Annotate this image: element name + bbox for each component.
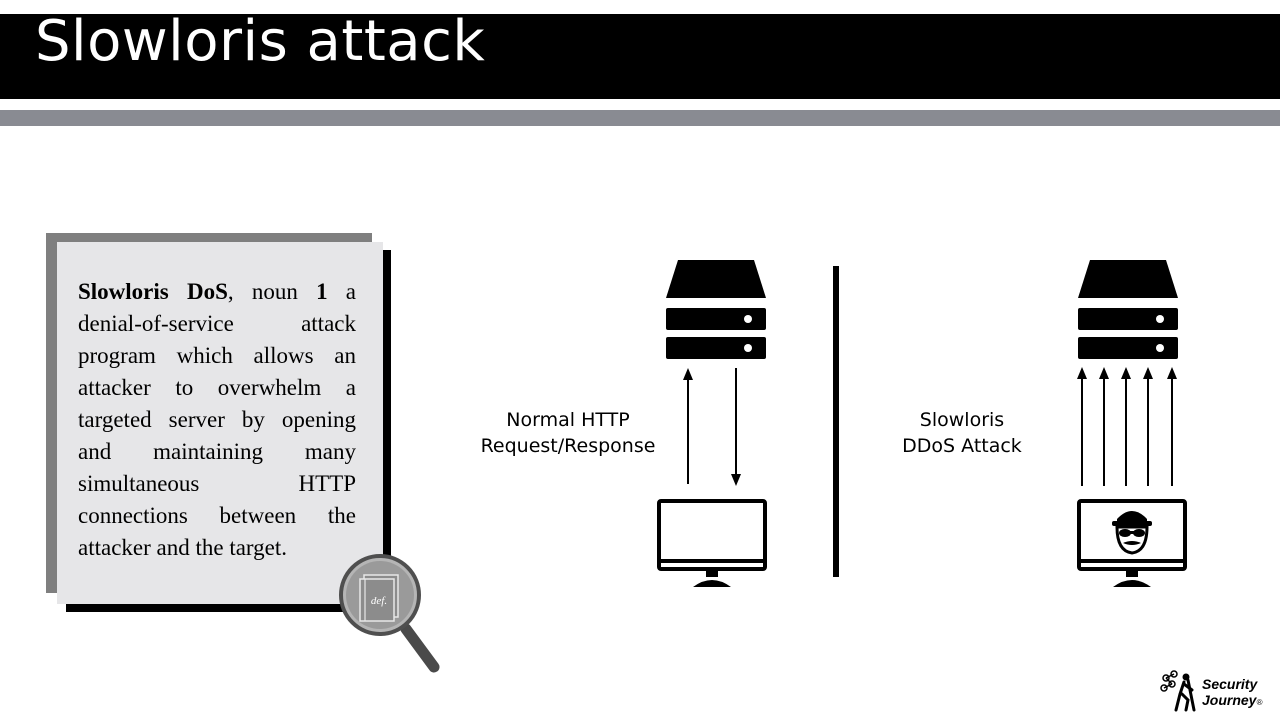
server-icon [666, 260, 766, 359]
hiker-logo-icon [1160, 670, 1196, 712]
server-icon [1078, 260, 1178, 359]
logo-line1: Security [1202, 676, 1258, 692]
hacker-icon [1112, 511, 1152, 555]
normal-http-label: Normal HTTP Request/Response [470, 407, 666, 459]
definition-term: Slowloris DoS [78, 279, 228, 304]
title-underline-rule [0, 110, 1280, 126]
monitor-icon [1077, 499, 1187, 587]
security-journey-logo: Security Journey® [1202, 676, 1262, 711]
slowloris-attack-label-line2: DDoS Attack [902, 435, 1022, 457]
slowloris-attack-label: Slowloris DDoS Attack [882, 407, 1042, 459]
definition-sense-number: 1 [316, 279, 328, 304]
book-badge-text: def. [371, 595, 387, 607]
title-bar [0, 14, 1280, 99]
attack-request-arrows [1077, 367, 1177, 486]
logo-registered-mark: ® [1256, 698, 1263, 707]
slowloris-attack-label-line1: Slowloris [919, 409, 1005, 431]
request-response-arrows [683, 368, 741, 486]
magnifier-icon: def. [339, 554, 440, 673]
definition-card: Slowloris DoS, noun 1 a denial-of-servic… [57, 242, 383, 604]
book-icon [359, 574, 399, 622]
diagram-divider [833, 266, 839, 577]
definition-text: Slowloris DoS, noun 1 a denial-of-servic… [78, 276, 356, 564]
logo-line2-wrap: Journey® [1202, 692, 1262, 711]
slide-title: Slowloris attack [35, 9, 486, 74]
definition-body: a denial-of-service attack program which… [78, 279, 356, 560]
normal-http-label-line1: Normal HTTP [506, 409, 630, 431]
logo-line2: Journey [1202, 692, 1257, 708]
monitor-icon [657, 499, 767, 587]
definition-part-of-speech: , noun [227, 279, 317, 304]
normal-http-label-line2: Request/Response [480, 435, 656, 457]
